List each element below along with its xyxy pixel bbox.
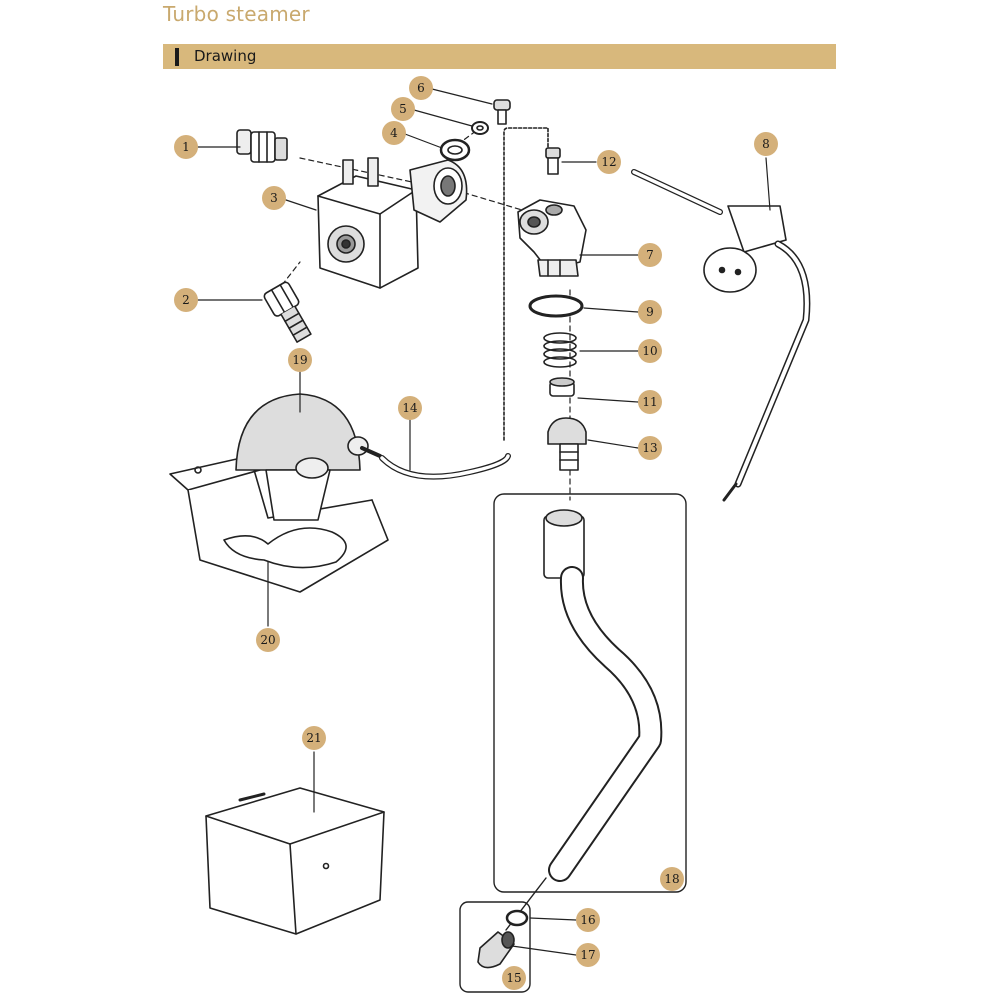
part-9-o-ring: [528, 294, 584, 318]
part-2-hose-barb: [263, 281, 312, 343]
callout-12: 12: [597, 150, 621, 174]
svg-text:20: 20: [260, 633, 275, 647]
svg-text:4: 4: [390, 126, 398, 140]
callout-18: 18: [660, 867, 684, 891]
part-20-bracket: [169, 455, 389, 593]
svg-text:9: 9: [646, 305, 654, 319]
part-15-frame: [459, 901, 531, 993]
section-title: Drawing: [194, 47, 257, 65]
part-3-solenoid-valve: [317, 157, 468, 289]
callout-5: 5: [391, 97, 415, 121]
callout-16: 16: [576, 908, 600, 932]
svg-text:8: 8: [762, 137, 770, 151]
section-marker: [175, 48, 179, 66]
part-17-nozzle-tip: [477, 931, 515, 969]
part-19-boiler-dome: [235, 393, 382, 521]
part-1-fitting: [236, 129, 288, 163]
svg-text:18: 18: [664, 872, 679, 886]
part-18-frame: [493, 493, 687, 893]
callout-9: 9: [638, 300, 662, 324]
part-8-temperature-probe: [631, 169, 811, 502]
svg-text:13: 13: [642, 441, 657, 455]
callout-4: 4: [382, 121, 406, 145]
callout-2: 2: [174, 288, 198, 312]
svg-text:7: 7: [646, 248, 654, 262]
callout-11: 11: [638, 390, 662, 414]
callout-1: 1: [174, 135, 198, 159]
callout-20: 20: [256, 628, 280, 652]
part-12-wire: [503, 127, 549, 441]
part-10-spring: [543, 332, 577, 368]
part-21-cover-box: [205, 787, 385, 935]
callout-6: 6: [409, 76, 433, 100]
svg-text:2: 2: [182, 293, 190, 307]
callout-19: 19: [288, 348, 312, 372]
svg-text:5: 5: [399, 102, 407, 116]
callout-7: 7: [638, 243, 662, 267]
callout-21: 21: [302, 726, 326, 750]
svg-text:1: 1: [182, 140, 190, 154]
svg-text:16: 16: [580, 913, 595, 927]
svg-text:15: 15: [506, 971, 521, 985]
part-16-o-ring: [505, 909, 529, 927]
svg-text:12: 12: [601, 155, 616, 169]
part-7-valve-body: [517, 199, 587, 277]
svg-text:6: 6: [417, 81, 425, 95]
part-12-nozzle: [545, 147, 561, 175]
section-header-bar: Drawing: [163, 44, 836, 69]
part-13-valve-cap: [547, 417, 587, 471]
callout-3: 3: [262, 186, 286, 210]
part-5-washer: [471, 121, 489, 135]
leader-lines: [197, 88, 771, 956]
part-4-gasket: [439, 138, 471, 162]
callout-15: 15: [502, 966, 526, 990]
svg-text:17: 17: [580, 948, 595, 962]
part-18-steam-wand: [505, 509, 663, 931]
svg-text:10: 10: [642, 344, 657, 358]
callout-8: 8: [754, 132, 778, 156]
callout-10: 10: [638, 339, 662, 363]
part-11-bushing: [549, 377, 575, 397]
svg-text:11: 11: [642, 395, 657, 409]
callout-17: 17: [576, 943, 600, 967]
svg-text:3: 3: [270, 191, 278, 205]
callout-13: 13: [638, 436, 662, 460]
page-title: Turbo steamer: [163, 2, 310, 26]
callout-14: 14: [398, 396, 422, 420]
part-6-screw: [493, 99, 511, 125]
svg-text:19: 19: [292, 353, 307, 367]
svg-text:14: 14: [402, 401, 418, 415]
svg-text:21: 21: [306, 731, 321, 745]
